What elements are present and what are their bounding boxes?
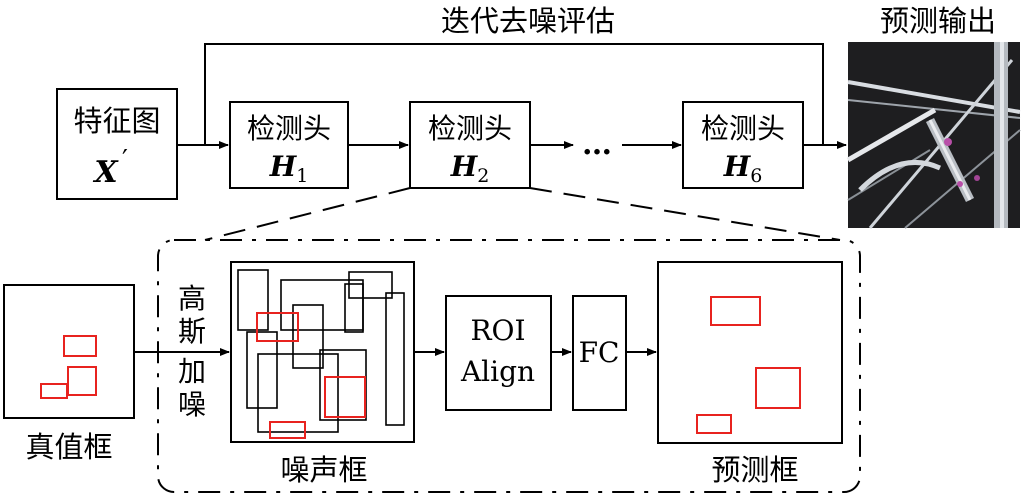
pred-box-2 bbox=[755, 367, 801, 409]
roi-line-2: Align bbox=[460, 355, 535, 388]
feature-map-label: 特征图 bbox=[73, 104, 160, 138]
head-h6-label: 检测头 bbox=[701, 112, 785, 145]
noise-label: 噪声框 bbox=[280, 453, 367, 487]
head-h1-symbol: H1 bbox=[269, 150, 309, 187]
pred-box-3 bbox=[696, 414, 732, 434]
feature-map-prime: ′ bbox=[122, 145, 128, 175]
loop-label: 迭代去噪评估 bbox=[441, 4, 615, 38]
noise-boxes bbox=[237, 269, 405, 433]
pred-panel bbox=[657, 261, 843, 444]
noise-red-box-3 bbox=[269, 421, 306, 439]
noise-char-2: 斯 bbox=[178, 315, 206, 348]
head-h6-symbol: H6 bbox=[723, 150, 763, 187]
head-h2-label: 检测头 bbox=[428, 112, 512, 145]
zoom-line-left bbox=[204, 187, 411, 241]
head-h2-box bbox=[409, 101, 531, 189]
head-h6-box bbox=[682, 101, 804, 189]
roi-line-1: ROI bbox=[470, 314, 525, 347]
noise-red-box-2 bbox=[324, 376, 366, 418]
pred-label: 预测框 bbox=[711, 453, 798, 487]
fc-label: FC bbox=[579, 336, 620, 369]
gt-box-3 bbox=[40, 383, 68, 399]
pred-box-1 bbox=[710, 296, 761, 326]
noise-red-box-1 bbox=[256, 312, 299, 342]
gt-label: 真值框 bbox=[25, 430, 112, 464]
head-h1-box bbox=[229, 101, 349, 189]
output-image bbox=[846, 42, 1021, 229]
gt-box-2 bbox=[67, 366, 97, 396]
noise-char-4: 噪 bbox=[178, 388, 206, 421]
output-label: 预测输出 bbox=[880, 4, 996, 38]
gt-box-1 bbox=[63, 335, 97, 357]
head-h1-label: 检测头 bbox=[247, 112, 331, 145]
gt-panel bbox=[3, 284, 135, 419]
noise-char-1: 高 bbox=[178, 282, 206, 315]
ellipsis: … bbox=[582, 127, 612, 162]
detail-container bbox=[157, 239, 861, 493]
loop-line bbox=[204, 43, 824, 145]
feature-map-symbol: X bbox=[92, 155, 119, 190]
head-h2-symbol: H2 bbox=[450, 150, 490, 187]
noise-char-3: 加 bbox=[178, 355, 206, 388]
zoom-line-right bbox=[529, 187, 841, 241]
